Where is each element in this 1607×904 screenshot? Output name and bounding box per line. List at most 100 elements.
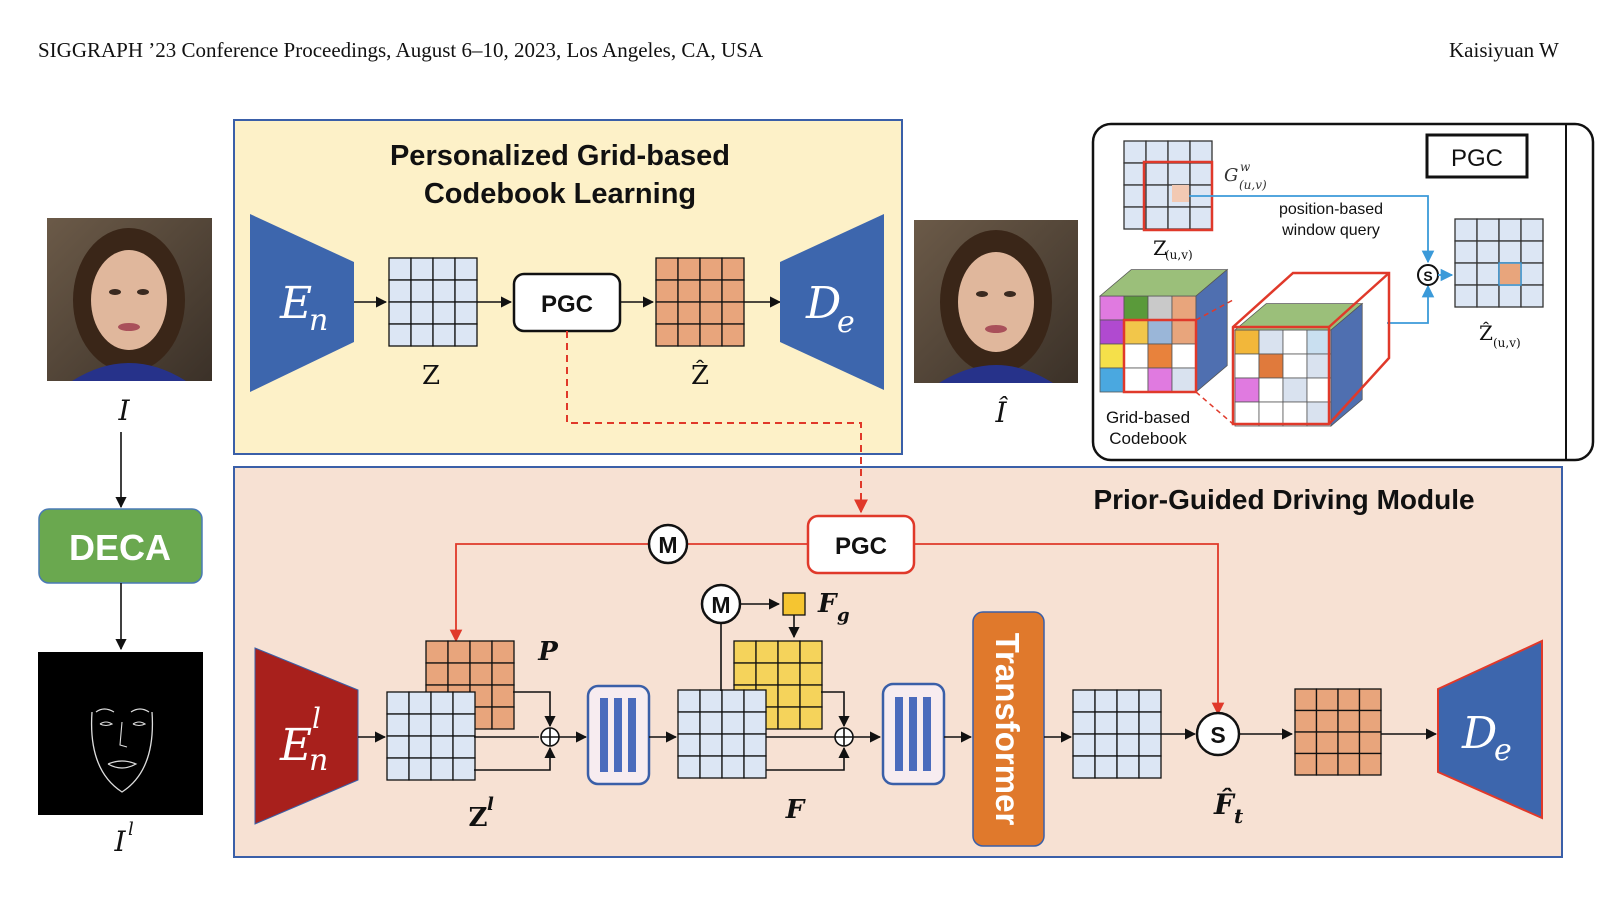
grid-cell — [491, 684, 515, 708]
grid-cell — [721, 711, 745, 735]
grid-cell — [1138, 711, 1162, 735]
zl-sup: l — [487, 794, 494, 815]
transformer-output-grid — [1072, 689, 1162, 779]
encoder-enl-sup: l — [312, 702, 321, 735]
codebook-label-1: Grid-based — [1106, 408, 1190, 427]
landmark-image-sup: l — [128, 819, 134, 840]
grid-cell — [1094, 711, 1118, 735]
grid-cell — [1123, 184, 1147, 208]
grid-based-codebook-cube — [1098, 268, 1391, 427]
grid-cell — [1520, 262, 1544, 286]
input-image-label: I — [117, 394, 130, 427]
grid-cell — [432, 323, 456, 347]
codebook-cell — [1258, 329, 1284, 355]
codebook-cell — [1258, 353, 1284, 379]
inset-select-label: S — [1423, 268, 1432, 284]
grid-cell — [1145, 184, 1169, 208]
running-header-author: Kaisiyuan W — [1449, 38, 1559, 62]
grid-cell — [388, 323, 412, 347]
codebook-cell — [1306, 353, 1332, 379]
codebook-cell — [1234, 401, 1260, 427]
codebook-cell — [1282, 353, 1308, 379]
inset-zhat-sub: (u,v) — [1493, 336, 1521, 350]
mask-m-label-2: M — [711, 592, 730, 618]
inset-pgc-label: PGC — [1451, 145, 1503, 172]
grid-cell — [755, 640, 779, 664]
codebook-cell — [1282, 401, 1308, 427]
fg-label: F — [817, 589, 838, 619]
grid-cell — [1358, 731, 1382, 755]
grid-cell — [1294, 752, 1318, 776]
grid-cell — [386, 713, 410, 737]
decoder-de-bottom-label: D — [1461, 708, 1497, 759]
grid-cell — [1337, 752, 1361, 776]
encoder-en-sub: n — [309, 303, 328, 338]
f-feature-grid — [677, 689, 767, 779]
inset-g-sup: w — [1240, 160, 1251, 174]
conv-block-1 — [586, 684, 651, 786]
grid-cell — [447, 640, 471, 664]
codebook-cell — [1282, 377, 1308, 403]
grid-cell — [1138, 755, 1162, 779]
grid-cell — [777, 662, 801, 686]
grid-cell — [386, 735, 410, 759]
running-header: SIGGRAPH ’23 Conference Proceedings, Aug… — [38, 38, 764, 62]
grid-cell — [1315, 752, 1339, 776]
grid-cell — [743, 755, 767, 779]
grid-cell — [410, 301, 434, 325]
grid-cell — [721, 323, 745, 347]
grid-cell — [677, 733, 701, 757]
codebook-cell — [1234, 353, 1260, 379]
grid-cell — [1315, 688, 1339, 712]
grid-cell — [432, 257, 456, 281]
grid-cell — [777, 640, 801, 664]
codebook-cell — [1123, 343, 1149, 369]
codebook-cell — [1258, 401, 1284, 427]
grid-cell — [699, 733, 723, 757]
grid-cell — [721, 301, 745, 325]
grid-cell — [699, 257, 723, 281]
codebook-cell — [1306, 401, 1332, 427]
grid-cell — [1520, 240, 1544, 264]
grid-cell — [677, 279, 701, 303]
conv-block-2 — [881, 682, 946, 786]
grid-cell — [1072, 755, 1096, 779]
grid-cell — [410, 279, 434, 303]
grid-cell — [777, 684, 801, 708]
zl-label: Z — [469, 803, 488, 833]
codebook-cell — [1306, 377, 1332, 403]
grid-cell — [452, 691, 476, 715]
grid-cell — [454, 323, 478, 347]
grid-cell — [1072, 733, 1096, 757]
grid-cell — [1476, 262, 1500, 286]
inset-zhat-label: Ẑ — [1479, 321, 1493, 345]
grid-cell — [469, 662, 493, 686]
mask-m-circle-1 — [647, 523, 689, 565]
grid-cell — [1315, 731, 1339, 755]
grid-cell — [454, 257, 478, 281]
grid-cell — [408, 691, 432, 715]
grid-cell — [430, 691, 454, 715]
grid-cell — [1123, 140, 1147, 164]
codebook-cell — [1282, 329, 1308, 355]
grid-cell — [743, 733, 767, 757]
grid-cell — [699, 279, 723, 303]
grid-cell — [1358, 752, 1382, 776]
grid-cell — [1123, 206, 1147, 230]
decoder-de-top-label: D — [805, 278, 841, 329]
grid-cell — [743, 711, 767, 735]
grid-cell — [655, 279, 679, 303]
codebook-cell — [1147, 343, 1173, 369]
deca-label: DECA — [69, 527, 171, 568]
transformer-block — [972, 611, 1045, 847]
inset-z-sub: (u,v) — [1165, 248, 1193, 262]
codebook-cell — [1123, 295, 1149, 321]
inset-query-line1: position-based — [1279, 201, 1383, 218]
grid-cell — [408, 757, 432, 781]
grid-cell — [1294, 709, 1318, 733]
grid-cell — [721, 689, 745, 713]
inset-g-sub: (u,v) — [1239, 178, 1267, 192]
grid-cell — [677, 301, 701, 325]
codebook-cell — [1099, 343, 1125, 369]
grid-cell — [655, 257, 679, 281]
